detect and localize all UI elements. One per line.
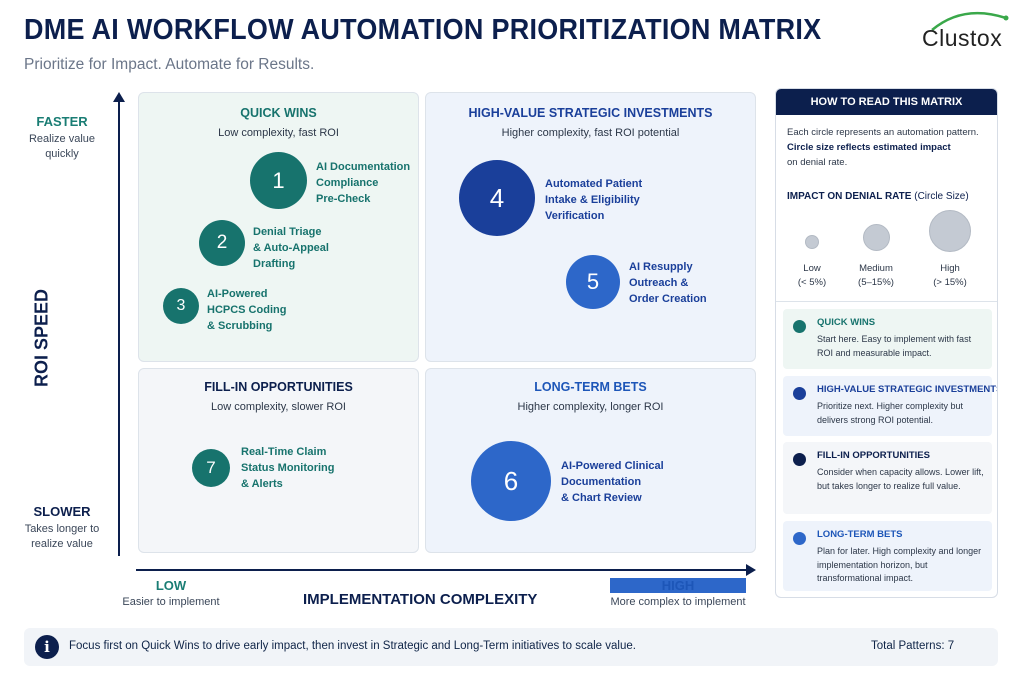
pattern-label-5: AI Resupply Outreach & Order Creation (629, 261, 707, 305)
y-axis-line (118, 96, 120, 556)
y-top-label: FASTER (36, 114, 88, 129)
legend-title: FILL-IN OPPORTUNITIES (817, 450, 930, 461)
legend-title: QUICK WINS (817, 317, 876, 328)
page-title: DME AI WORKFLOW AUTOMATION PRIORITIZATIO… (24, 14, 822, 46)
pattern-bubble-3[interactable]: 3 (163, 288, 199, 324)
x-axis-title: IMPLEMENTATION COMPLEXITY (303, 591, 538, 608)
quadrant-fill-in-opportunities: FILL-IN OPPORTUNITIES Low complexity, sl… (138, 368, 419, 553)
y-bottom-label: SLOWER (33, 504, 91, 519)
pattern-bubble-2[interactable]: 2 (199, 220, 245, 266)
size-medium-circle (863, 224, 890, 251)
legend-title: LONG-TERM BETS (817, 529, 903, 540)
x-right-desc: More complex to implement (610, 596, 746, 608)
legend-dot-icon (793, 453, 806, 466)
size-low-label: Low (< 5%) (797, 263, 827, 288)
quadrant-subtitle: Low complexity, slower ROI (211, 401, 346, 413)
pattern-label-7: Real-Time Claim Status Monitoring & Aler… (241, 446, 335, 490)
impact-title: IMPACT ON DENIAL RATE (Circle Size) (787, 191, 969, 202)
quadrant-subtitle: Low complexity, fast ROI (218, 127, 339, 139)
pattern-label-2: Denial Triage & Auto-Appeal Drafting (253, 226, 329, 270)
quadrant-subtitle: Higher complexity, longer ROI (517, 401, 664, 413)
pattern-bubble-5[interactable]: 5 (566, 255, 620, 309)
clustox-logo: Clustox (918, 10, 1016, 54)
pattern-bubble-7[interactable]: 7 (192, 449, 230, 487)
how-to-read-panel: HOW TO READ THIS MATRIX Each circle repr… (775, 88, 998, 598)
legend-dot-icon (793, 320, 806, 333)
page-subtitle: Prioritize for Impact. Automate for Resu… (24, 56, 315, 73)
size-medium-label: Medium (5–15%) (858, 263, 894, 288)
logo-arc-icon (931, 11, 1009, 31)
y-axis-bottom-label: SLOWER Takes longer to realize value (14, 504, 110, 552)
legend-fill-in: FILL-IN OPPORTUNITIES Consider when capa… (783, 442, 992, 514)
quadrant-title: LONG-TERM BETS (534, 380, 647, 394)
quadrant-title: QUICK WINS (240, 106, 317, 120)
x-axis-right-label: HIGH More complex to implement (610, 578, 746, 608)
size-high-circle (929, 210, 971, 252)
x-left-label: LOW (155, 578, 187, 593)
footer-note: i Focus first on Quick Wins to drive ear… (24, 628, 998, 666)
pattern-bubble-6[interactable]: 6 (471, 441, 551, 521)
size-high-label: High (> 15%) (933, 263, 967, 288)
y-bottom-desc: Takes longer to realize value (24, 523, 100, 550)
y-axis-title: ROI SPEED (31, 288, 52, 388)
legend-desc: Start here. Easy to implement with fast … (817, 334, 972, 358)
logo-text: Clustox (922, 25, 1003, 51)
footer-text: Focus first on Quick Wins to drive early… (69, 640, 636, 652)
legend-desc: Consider when capacity allows. Lower lif… (817, 467, 984, 491)
panel-divider (776, 301, 997, 302)
y-axis-arrow-icon (113, 92, 125, 102)
legend-desc: Prioritize next. Higher complexity but d… (817, 401, 964, 425)
x-axis-arrow-icon (746, 564, 756, 576)
quadrant-title: HIGH-VALUE STRATEGIC INVESTMENTS (468, 106, 713, 120)
quadrant-subtitle: Higher complexity, fast ROI potential (501, 127, 680, 139)
legend-dot-icon (793, 387, 806, 400)
pattern-label-3: AI-Powered HCPCS Coding & Scrubbing (207, 288, 287, 332)
pattern-label-1: AI Documentation Compliance Pre-Check (316, 161, 411, 205)
x-axis-left-label: LOW Easier to implement (121, 578, 221, 608)
pattern-bubble-4[interactable]: 4 (459, 160, 535, 236)
size-low-circle (805, 235, 819, 249)
y-axis-top-label: FASTER Realize value quickly (14, 114, 110, 162)
info-icon: i (35, 635, 59, 659)
legend-desc: Plan for later. High complexity and long… (817, 546, 982, 583)
legend-long-term: LONG-TERM BETS Plan for later. High comp… (783, 521, 992, 591)
panel-description: Each circle represents an automation pat… (787, 127, 979, 168)
legend-quick-wins: QUICK WINS Start here. Easy to implement… (783, 309, 992, 369)
quadrant-title: FILL-IN OPPORTUNITIES (204, 380, 353, 394)
x-left-desc: Easier to implement (122, 596, 220, 608)
pattern-label-4: Automated Patient Intake & Eligibility V… (545, 178, 643, 222)
legend-title: HIGH-VALUE STRATEGIC INVESTMENTS (817, 384, 998, 395)
legend-dot-icon (793, 532, 806, 545)
pattern-label-6: AI-Powered Clinical Documentation & Char… (561, 460, 664, 504)
x-right-label: HIGH (610, 578, 746, 593)
pattern-bubble-1[interactable]: 1 (250, 152, 307, 209)
total-patterns: Total Patterns: 7 (871, 640, 955, 652)
legend-strategic: HIGH-VALUE STRATEGIC INVESTMENTS Priorit… (783, 376, 997, 436)
y-top-desc: Realize value quickly (28, 133, 96, 160)
panel-title: HOW TO READ THIS MATRIX (776, 89, 997, 115)
x-axis-line (136, 569, 748, 571)
